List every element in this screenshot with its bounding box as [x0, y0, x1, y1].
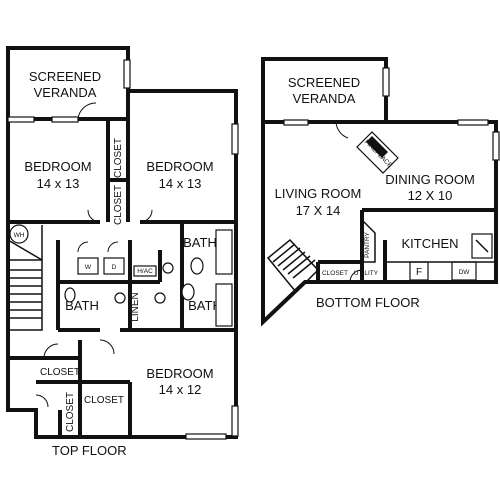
dryer-label: D: [112, 264, 117, 271]
bath-core-walls: [56, 222, 236, 332]
stair-outline: [266, 238, 320, 294]
bedroom-right-size: 14 x 13: [159, 176, 202, 191]
closet-walls: [106, 119, 130, 222]
door: [35, 339, 115, 408]
window: [231, 405, 239, 437]
utility-label: UTILITY: [354, 270, 379, 277]
bottom-floor-title: BOTTOM FLOOR: [316, 295, 420, 310]
bottom-floor-outer-walls: [261, 120, 498, 327]
kitchen-walls: [316, 208, 496, 282]
top-veranda-label-1: SCREENED: [29, 69, 101, 84]
toilet-icon: [181, 283, 195, 301]
bath-lower-left-label: BATH: [65, 298, 99, 313]
closet-small-label: CLOSET: [40, 367, 80, 378]
stair-outline: [8, 259, 43, 331]
bottom-floor: SCREENED VERANDA FIREPLACE PANTRY LIVING…: [261, 57, 500, 327]
window: [457, 119, 489, 126]
bedroom-bottom-name: BEDROOM: [146, 366, 213, 381]
stove-burner: [475, 239, 489, 253]
top-floor: SCREENED VERANDA CLOSET CLOSET BEDROOM 1…: [6, 46, 239, 458]
water-heater-label: WH: [14, 232, 25, 239]
fridge-label: F: [416, 267, 422, 278]
living-room-size: 17 X 14: [296, 203, 341, 218]
bottom-veranda-label-2: VERANDA: [293, 91, 356, 106]
bedroom-left-name: BEDROOM: [24, 159, 91, 174]
bottom-veranda-window: [382, 67, 390, 97]
closet-bottom-label: CLOSET: [65, 392, 76, 432]
sink-icon: [154, 292, 166, 304]
bedroom-bottom-size: 14 x 12: [159, 382, 202, 397]
bathtub-icon: [215, 283, 233, 327]
washer-label: W: [85, 264, 92, 271]
kitchen-label: KITCHEN: [401, 236, 458, 251]
water-heater-symbol: [9, 224, 29, 244]
closet-lower-label: CLOSET: [113, 185, 124, 225]
hvac-label: H/AC: [137, 268, 153, 275]
hvac-symbol: [133, 265, 157, 277]
living-room-name: LIVING ROOM: [275, 186, 362, 201]
closet-mid-label: CLOSET: [84, 395, 124, 406]
toilet-icon: [190, 257, 204, 275]
dining-room-name: DINING ROOM: [385, 172, 475, 187]
window: [51, 116, 79, 123]
stair-treads: [8, 269, 42, 319]
bath-lower-right-label: BATH: [188, 298, 222, 313]
window: [231, 123, 239, 155]
pantry-outline: [361, 219, 376, 263]
dining-room-size: 12 X 10: [408, 188, 453, 203]
door: [335, 121, 349, 139]
top-floor-title: TOP FLOOR: [52, 443, 127, 458]
window: [492, 131, 500, 161]
sink-icon: [162, 262, 174, 274]
bottom-veranda-label-1: SCREENED: [288, 75, 360, 90]
top-veranda-door: [77, 102, 97, 120]
door: [87, 209, 101, 223]
closet-label: CLOSET: [322, 270, 348, 277]
top-veranda-window: [123, 59, 131, 89]
top-floor-outer-walls: [6, 89, 238, 439]
sink-icon: [114, 292, 126, 304]
stair-landing: [7, 225, 43, 261]
washer-symbol: [77, 257, 99, 275]
toilet-icon: [64, 287, 76, 303]
door: [349, 269, 363, 283]
window: [7, 116, 35, 123]
closet-upper-label: CLOSET: [113, 138, 124, 178]
door: [139, 209, 153, 223]
bathtub-icon: [215, 229, 233, 275]
pantry-label: PANTRY: [364, 231, 371, 257]
laundry-doors: [77, 241, 119, 253]
window: [185, 433, 227, 440]
bedroom-left-size: 14 x 13: [37, 176, 80, 191]
window: [283, 119, 309, 126]
stair-treads: [272, 243, 316, 279]
bedroom-right-name: BEDROOM: [146, 159, 213, 174]
bath-upper-label: BATH: [183, 235, 217, 250]
fireplace-firebox: [366, 136, 388, 158]
top-veranda-label-2: VERANDA: [34, 85, 97, 100]
dryer-symbol: [103, 257, 125, 275]
dishwasher-label: DW: [459, 269, 471, 276]
linen-label: LINEN: [130, 292, 141, 321]
